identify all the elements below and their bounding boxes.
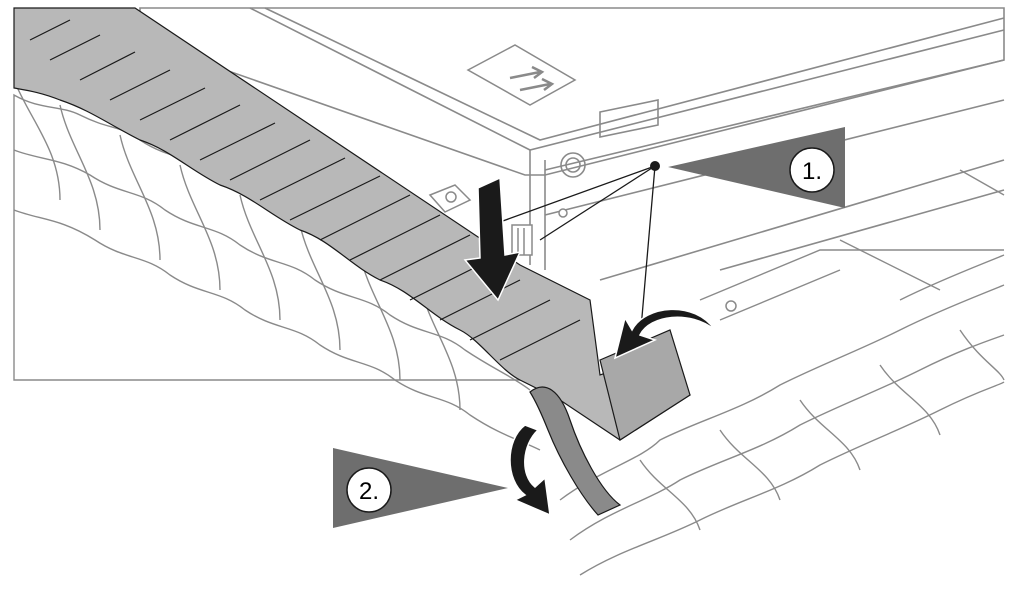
- side-flashing: [13, 7, 691, 441]
- double-arrow-icon: [466, 44, 577, 106]
- roof-tiles-right: [559, 169, 1005, 576]
- fold-arrow-icon: [613, 308, 716, 360]
- step-2-label: 2.: [359, 478, 379, 505]
- callout-point: [650, 161, 660, 171]
- adhesive-strip: [529, 386, 622, 516]
- fixing-bracket: [428, 184, 737, 312]
- fold-down-arrow-icon: [509, 424, 551, 517]
- step-1-label: 1.: [802, 158, 822, 185]
- callout-leader-lines: [499, 165, 656, 341]
- step-2-callout: 2.: [333, 448, 508, 528]
- step-1-callout: 1.: [668, 127, 845, 208]
- press-down-arrow-icon: [463, 176, 522, 302]
- window-frame: [139, 7, 1005, 281]
